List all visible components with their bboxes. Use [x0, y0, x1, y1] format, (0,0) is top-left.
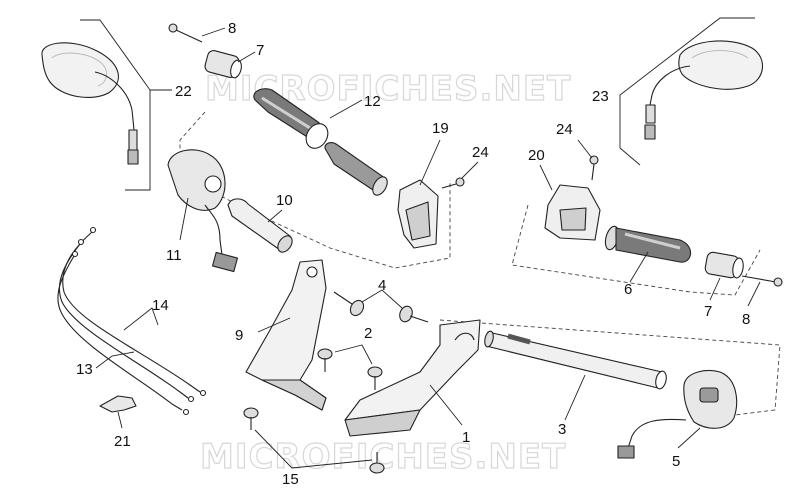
bar-end-bolt-left[interactable]: [168, 23, 203, 43]
throttle-cables[interactable]: [57, 226, 207, 416]
callout-10: 10: [276, 192, 293, 209]
callout-2: 2: [364, 325, 372, 342]
riser-screw-left[interactable]: [317, 348, 333, 372]
callout-7-right: 7: [704, 303, 712, 320]
callout-11: 11: [166, 247, 182, 264]
left-mirror-bracket-line: [80, 19, 151, 191]
bar-end-bolt-right[interactable]: [741, 275, 783, 287]
callout-1: 1: [462, 429, 470, 446]
riser-bolt-upper[interactable]: [333, 291, 366, 318]
throttle-tube[interactable]: [227, 198, 295, 255]
callout-9: 9: [235, 327, 243, 344]
callout-6: 6: [624, 281, 632, 298]
clamp-screw-right[interactable]: [589, 155, 599, 181]
callout-12: 12: [364, 93, 381, 110]
clamp-screw-left[interactable]: [441, 177, 465, 189]
left-handlebar-switch[interactable]: [167, 149, 238, 273]
callout-14: 14: [152, 297, 169, 314]
callout-20: 20: [528, 147, 545, 164]
callout-3: 3: [558, 421, 566, 438]
riser-bolt-lower[interactable]: [398, 304, 429, 323]
callout-22: 22: [175, 83, 192, 100]
callout-23: 23: [592, 88, 609, 105]
left-grip-assembly-outline: [179, 111, 451, 269]
callout-7-top: 7: [256, 42, 264, 59]
handlebar-tube[interactable]: [483, 330, 668, 390]
riser-mount-screw-left[interactable]: [243, 407, 259, 430]
left-handlebar-riser[interactable]: [245, 259, 327, 411]
riser-screw-right[interactable]: [367, 366, 383, 390]
right-handlebar-riser[interactable]: [344, 319, 481, 437]
right-handlebar-switch[interactable]: [617, 369, 738, 459]
callout-5: 5: [672, 453, 680, 470]
callout-24-left: 24: [472, 144, 489, 161]
right-mirror[interactable]: [644, 40, 763, 140]
cable-bracket[interactable]: [99, 395, 137, 413]
callout-21: 21: [114, 433, 131, 450]
right-mirror-bracket-line: [619, 17, 755, 166]
right-switch-clamp[interactable]: [544, 184, 601, 241]
callout-8-right: 8: [742, 311, 750, 328]
handlebar-assembly-outline: [439, 319, 781, 421]
bar-end-weight-right[interactable]: [704, 251, 744, 279]
callout-13: 13: [76, 361, 93, 378]
callout-4: 4: [378, 277, 386, 294]
callout-19: 19: [432, 120, 449, 137]
right-grip-assembly-outline: [511, 204, 761, 296]
callout-8-top: 8: [228, 20, 236, 37]
right-grip[interactable]: [603, 225, 692, 263]
callout-24-right: 24: [556, 121, 573, 138]
callout-15: 15: [282, 471, 299, 488]
left-grip[interactable]: [253, 88, 390, 198]
bar-end-weight-left[interactable]: [204, 49, 243, 79]
left-switch-clamp[interactable]: [397, 179, 439, 249]
riser-mount-screw-right[interactable]: [369, 452, 385, 474]
left-mirror[interactable]: [41, 42, 139, 165]
